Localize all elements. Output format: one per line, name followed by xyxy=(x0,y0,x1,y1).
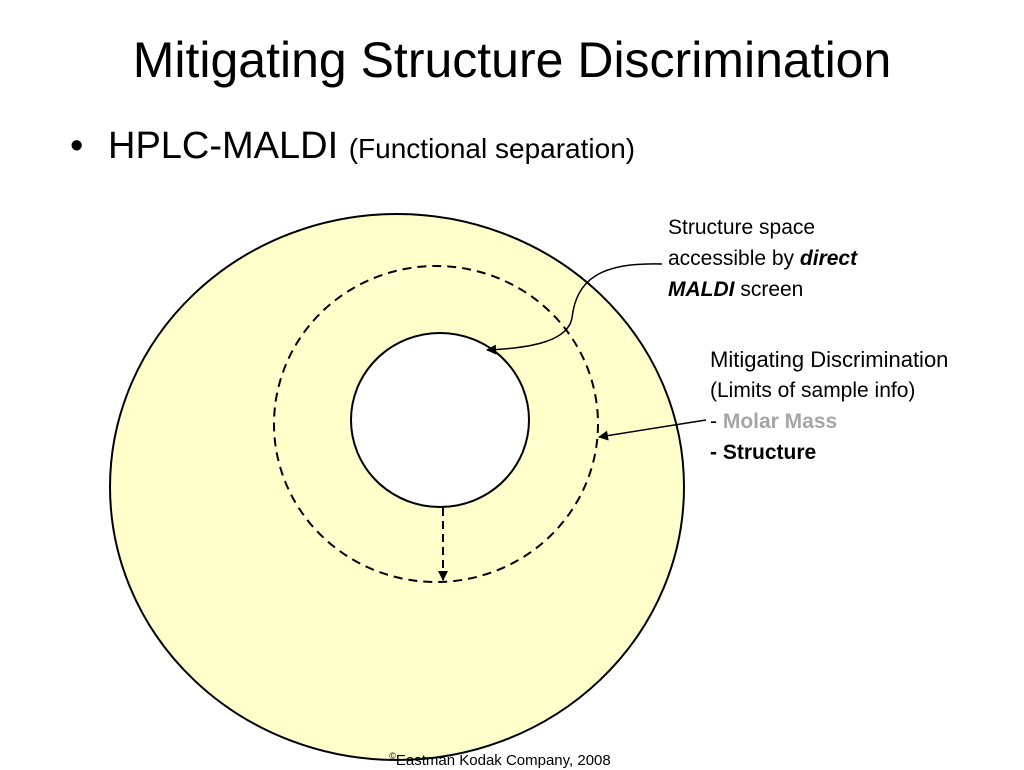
slide-title: Mitigating Structure Discrimination xyxy=(132,32,892,88)
direct-maldi-label: Structure space accessible by direct MAL… xyxy=(668,212,857,305)
direct-maldi-line-3-suffix: screen xyxy=(734,278,804,301)
mitigating-item-molar-mass: - Molar Mass xyxy=(710,406,948,437)
mitigating-callout-arrow xyxy=(598,419,707,441)
bullet-point: • HPLC-MALDI (Functional separation) xyxy=(70,122,635,173)
bullet-main-text: HPLC-MALDI xyxy=(108,125,339,167)
mitigating-heading: Mitigating Discrimination xyxy=(710,347,949,372)
direct-maldi-line-1: Structure space xyxy=(668,216,816,239)
direct-maldi-boundary-circle xyxy=(273,265,599,583)
mitigating-subheading: (Limits of sample info) xyxy=(710,379,916,402)
direct-maldi-line-2-prefix: accessible by xyxy=(668,247,800,270)
bullet-symbol: • xyxy=(70,125,84,167)
mitigating-item-1-prefix: - xyxy=(710,410,723,433)
mitigating-item-1-text: Molar Mass xyxy=(722,410,838,433)
direct-maldi-line-3: MALDI screen xyxy=(668,274,857,305)
direct-maldi-emphasis-direct: direct xyxy=(799,247,858,270)
mitigating-item-structure: - Structure xyxy=(710,441,817,464)
inner-core-circle xyxy=(350,332,530,508)
mitigating-discrimination-label: Mitigating Discrimination (Limits of sam… xyxy=(710,344,948,468)
direct-maldi-emphasis-maldi: MALDI xyxy=(668,278,735,301)
copyright-symbol: © xyxy=(389,751,396,761)
direct-maldi-callout-arrow xyxy=(486,263,663,355)
direct-maldi-line-2: accessible by direct xyxy=(668,243,857,274)
copyright-footer: ©Eastman Kodak Company, 2008 xyxy=(0,747,1000,770)
bullet-parenthetical: (Functional separation) xyxy=(348,133,636,164)
copyright-text: Eastman Kodak Company, 2008 xyxy=(395,752,611,769)
